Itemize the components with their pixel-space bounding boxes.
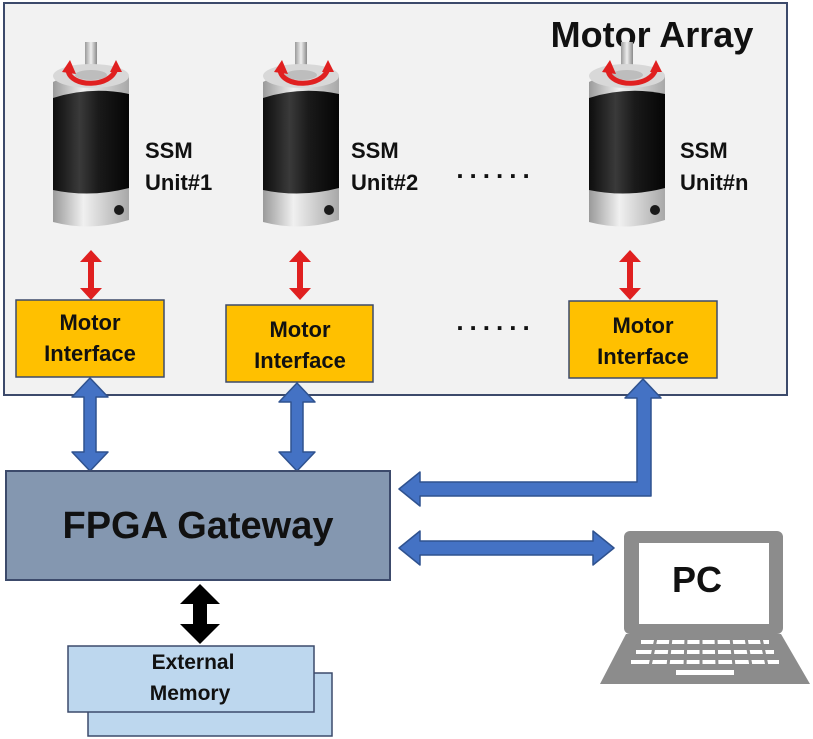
laptop-icon <box>600 531 810 684</box>
external-memory-line2: Memory <box>150 682 231 705</box>
interface-2-gateway-arrow <box>278 382 316 472</box>
unit-n-label-line1: SSM <box>680 138 728 163</box>
fpga-gateway <box>5 470 391 581</box>
motor-interface-1-line2: Interface <box>44 341 136 366</box>
gateway-pc-arrow <box>398 530 615 566</box>
motor-interface-2 <box>225 304 374 383</box>
interface-n-gateway-arrow <box>398 378 662 507</box>
unit-2-label-line1: SSM <box>351 138 399 163</box>
unit-n-label-line2: Unit#n <box>680 170 748 195</box>
motor-interface-2-line1: Motor <box>269 317 331 342</box>
fpga-gateway-label: FPGA Gateway <box>62 505 333 547</box>
motor-interface-1 <box>15 299 165 378</box>
external-memory-line1: External <box>152 651 235 674</box>
motor-interface-n-line1: Motor <box>612 313 674 338</box>
units-ellipsis: ...... <box>456 154 535 184</box>
motor-interface-1-line1: Motor <box>59 310 121 335</box>
interfaces-ellipsis: ...... <box>456 306 535 336</box>
motor-interface-n <box>568 300 718 379</box>
unit-1-label-line2: Unit#1 <box>145 170 212 195</box>
motor-interface-2-line2: Interface <box>254 348 346 373</box>
external-memory <box>67 645 315 713</box>
motor-array-title: Motor Array <box>551 14 754 55</box>
pc-label: PC <box>672 559 722 600</box>
interface-1-gateway-arrow <box>71 377 109 472</box>
gateway-memory-arrow <box>180 584 220 644</box>
unit-2-label-line2: Unit#2 <box>351 170 418 195</box>
unit-1-label-line1: SSM <box>145 138 193 163</box>
motor-interface-n-line2: Interface <box>597 344 689 369</box>
